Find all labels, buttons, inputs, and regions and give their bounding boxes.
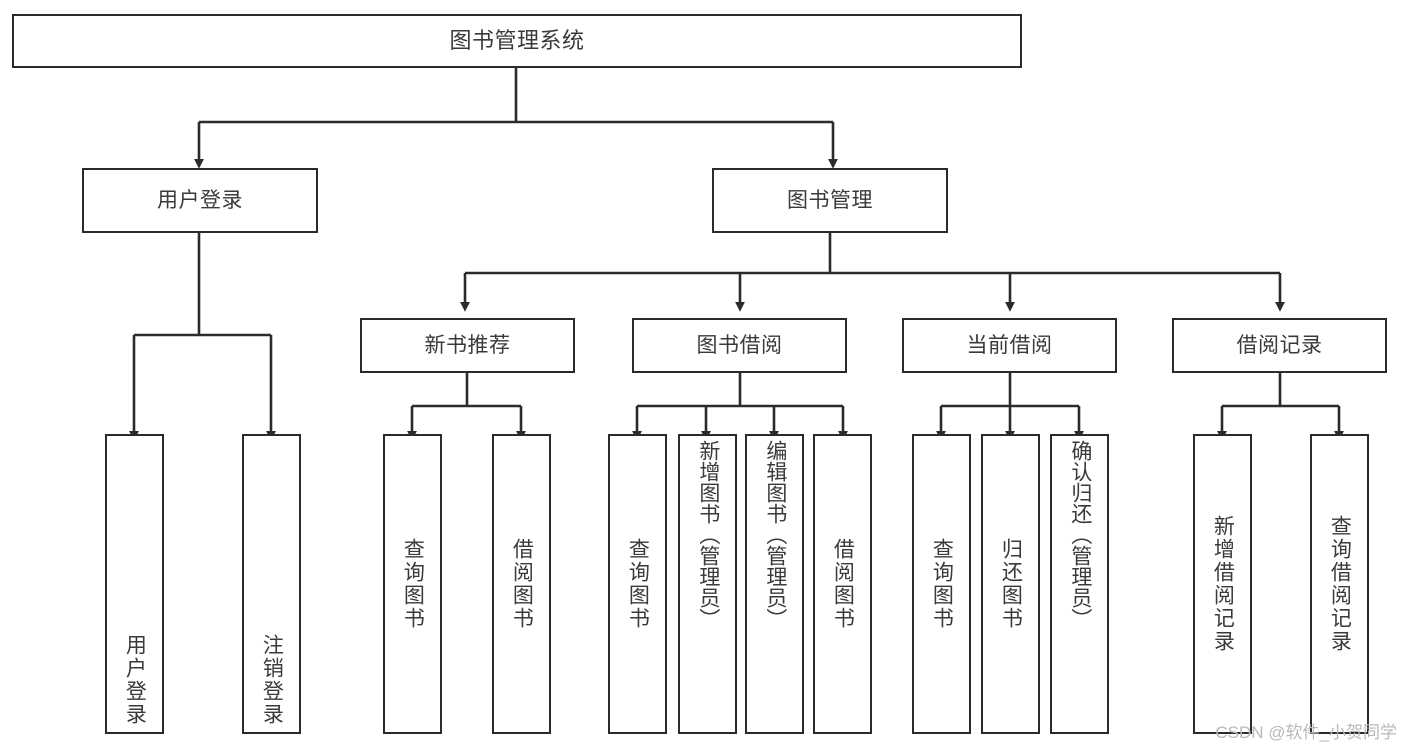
- node-leaf-borrow-book-1[interactable]: 借阅图书: [492, 434, 551, 734]
- node-leaf-query-book-1[interactable]: 查询图书: [383, 434, 442, 734]
- node-book-borrow[interactable]: 图书借阅: [632, 318, 847, 373]
- node-leaf-borrow-book-2[interactable]: 借阅图书: [813, 434, 872, 734]
- node-leaf-query-book-2[interactable]: 查询图书: [608, 434, 667, 734]
- node-current-borrow-label: 当前借阅: [966, 334, 1053, 357]
- node-book-manage-label: 图书管理: [787, 189, 873, 212]
- node-leaf-confirm-return[interactable]: 确认归还（管理员）: [1050, 434, 1109, 734]
- node-leaf-edit-book[interactable]: 编辑图书（管理员）: [745, 434, 804, 734]
- node-user-login[interactable]: 用户登录: [82, 168, 318, 233]
- node-borrow-record-label: 借阅记录: [1236, 334, 1323, 357]
- node-leaf-query-book-3-label: 查询图书: [930, 538, 954, 630]
- node-book-borrow-label: 图书借阅: [696, 334, 783, 357]
- node-current-borrow[interactable]: 当前借阅: [902, 318, 1117, 373]
- node-leaf-add-book-label: 新增图书（管理员）: [696, 440, 720, 629]
- node-root[interactable]: 图书管理系统: [12, 14, 1022, 68]
- node-leaf-confirm-return-label: 确认归还（管理员）: [1068, 440, 1092, 629]
- node-book-manage[interactable]: 图书管理: [712, 168, 948, 233]
- node-new-book-recommend[interactable]: 新书推荐: [360, 318, 575, 373]
- node-leaf-query-book-3[interactable]: 查询图书: [912, 434, 971, 734]
- node-new-book-recommend-label: 新书推荐: [424, 334, 511, 357]
- node-leaf-borrow-book-1-label: 借阅图书: [510, 538, 534, 630]
- node-leaf-return-book[interactable]: 归还图书: [981, 434, 1040, 734]
- node-leaf-query-record[interactable]: 查询借阅记录: [1310, 434, 1369, 734]
- node-leaf-query-book-1-label: 查询图书: [401, 538, 425, 630]
- node-leaf-query-record-label: 查询借阅记录: [1328, 515, 1352, 653]
- node-leaf-user-logout[interactable]: 注销登录: [242, 434, 301, 734]
- node-leaf-return-book-label: 归还图书: [999, 538, 1023, 630]
- node-leaf-query-book-2-label: 查询图书: [626, 538, 650, 630]
- node-leaf-user-logout-label: 注销登录: [260, 634, 284, 726]
- node-borrow-record[interactable]: 借阅记录: [1172, 318, 1387, 373]
- node-root-label: 图书管理系统: [449, 28, 585, 53]
- node-leaf-borrow-book-2-label: 借阅图书: [831, 538, 855, 630]
- node-leaf-user-login[interactable]: 用户登录: [105, 434, 164, 734]
- node-leaf-user-login-label: 用户登录: [123, 634, 147, 726]
- node-leaf-add-record-label: 新增借阅记录: [1211, 515, 1235, 653]
- node-leaf-add-book[interactable]: 新增图书（管理员）: [678, 434, 737, 734]
- node-leaf-add-record[interactable]: 新增借阅记录: [1193, 434, 1252, 734]
- node-leaf-edit-book-label: 编辑图书（管理员）: [763, 440, 787, 629]
- node-user-login-label: 用户登录: [157, 189, 243, 212]
- watermark: CSDN @软件_小贺同学: [1215, 723, 1397, 742]
